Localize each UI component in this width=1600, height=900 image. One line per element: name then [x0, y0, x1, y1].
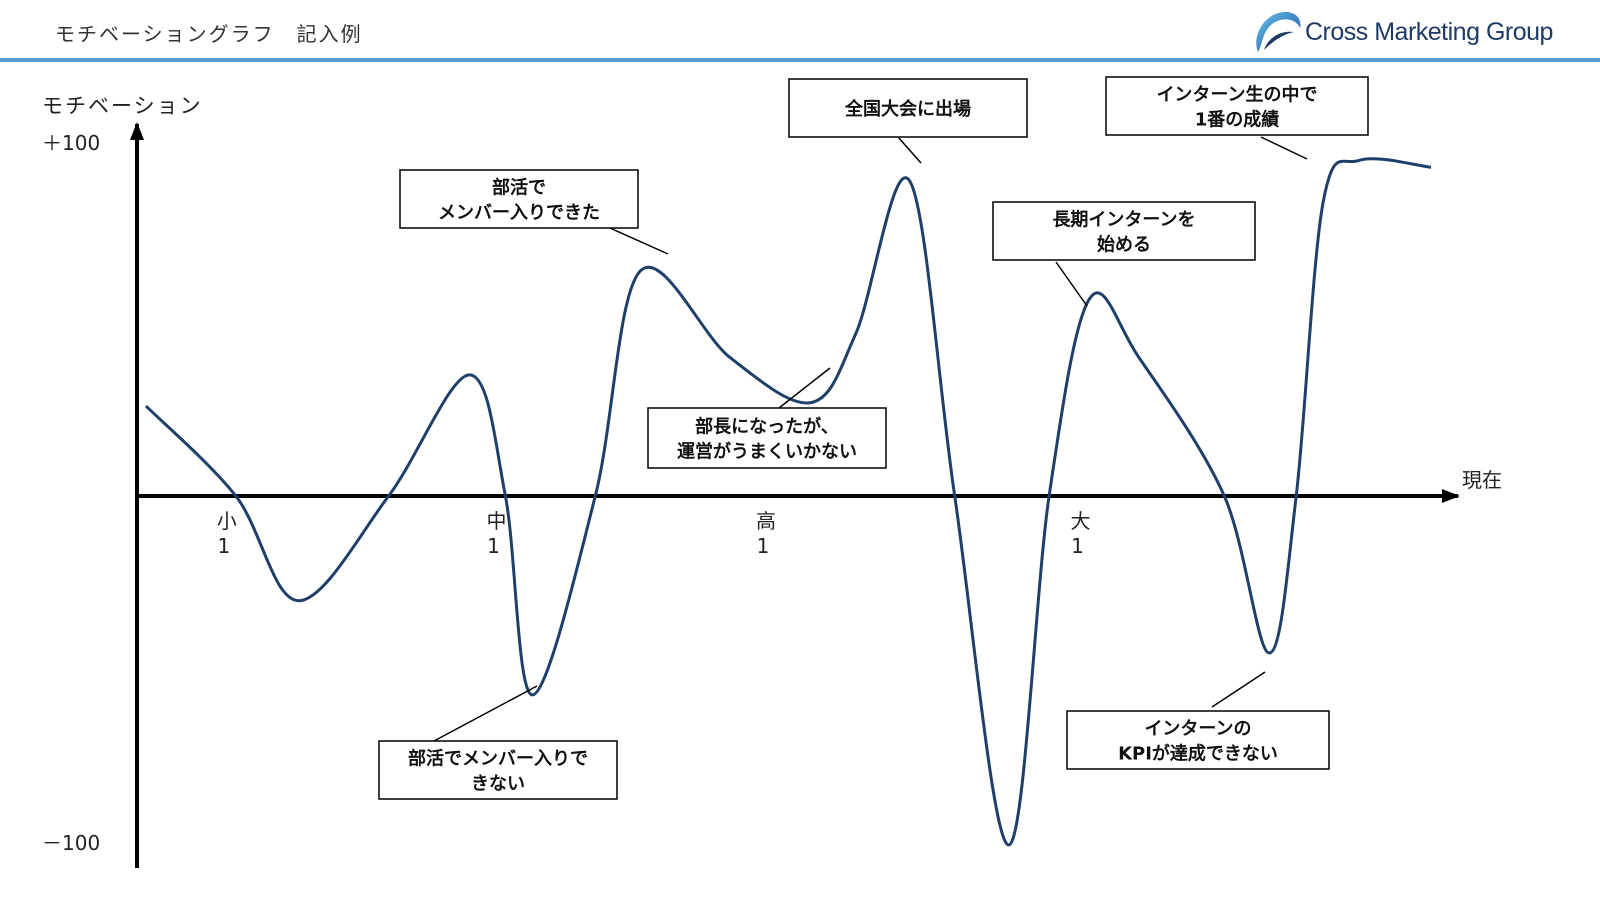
- annotation-text: 長期インターンを始める: [1052, 210, 1195, 256]
- annotation-box: [399, 169, 639, 229]
- annotation-leader-line: [1055, 261, 1088, 307]
- annotation-box: [647, 407, 887, 469]
- x-tick-label: 1: [487, 534, 500, 558]
- annotation-text: 部活でメンバー入りできない: [408, 748, 588, 795]
- page-title: モチベーショングラフ 記入例: [55, 22, 363, 46]
- x-tick-label: 1: [1071, 534, 1084, 558]
- x-tick-label: 大: [1071, 509, 1091, 533]
- x-tick-label: 1: [757, 534, 770, 558]
- brand-logo: Cross Marketing Group: [1250, 8, 1560, 58]
- annotation-box: [1105, 76, 1369, 136]
- brand-name: Cross Marketing Group: [1305, 18, 1553, 46]
- annotation-leader-line: [609, 227, 669, 255]
- annotation-leader-line: [897, 136, 922, 164]
- annotation-leader-line: [778, 367, 831, 409]
- annotation-text: 全国大会に出場: [844, 98, 971, 120]
- x-axis-label: 現在: [1462, 468, 1502, 492]
- annotation-box: [378, 740, 618, 800]
- annotation-text: 部活でメンバー入りできた: [438, 177, 600, 224]
- logo-swirl-icon: [1256, 11, 1301, 53]
- y-tick-label: ＋100: [42, 131, 100, 155]
- annotation-leader-line: [1260, 136, 1308, 160]
- motivation-curve: [144, 157, 1432, 847]
- x-tick-label: 高: [756, 509, 776, 533]
- y-tick-label: －100: [42, 831, 100, 855]
- y-axis-label: モチベーション: [42, 94, 203, 118]
- annotation-box: [788, 78, 1028, 138]
- annotation-leader-line: [433, 685, 538, 742]
- header-divider: [0, 58, 1600, 62]
- annotation-text: 部長になったが、運営がうまくいかない: [677, 416, 857, 463]
- x-tick-label: 中: [486, 509, 506, 533]
- x-tick-label: 小: [217, 509, 237, 533]
- annotation-box: [992, 201, 1256, 261]
- annotation-box: [1066, 710, 1330, 770]
- annotation-leader-line: [1211, 671, 1266, 708]
- x-tick-label: 1: [217, 534, 230, 558]
